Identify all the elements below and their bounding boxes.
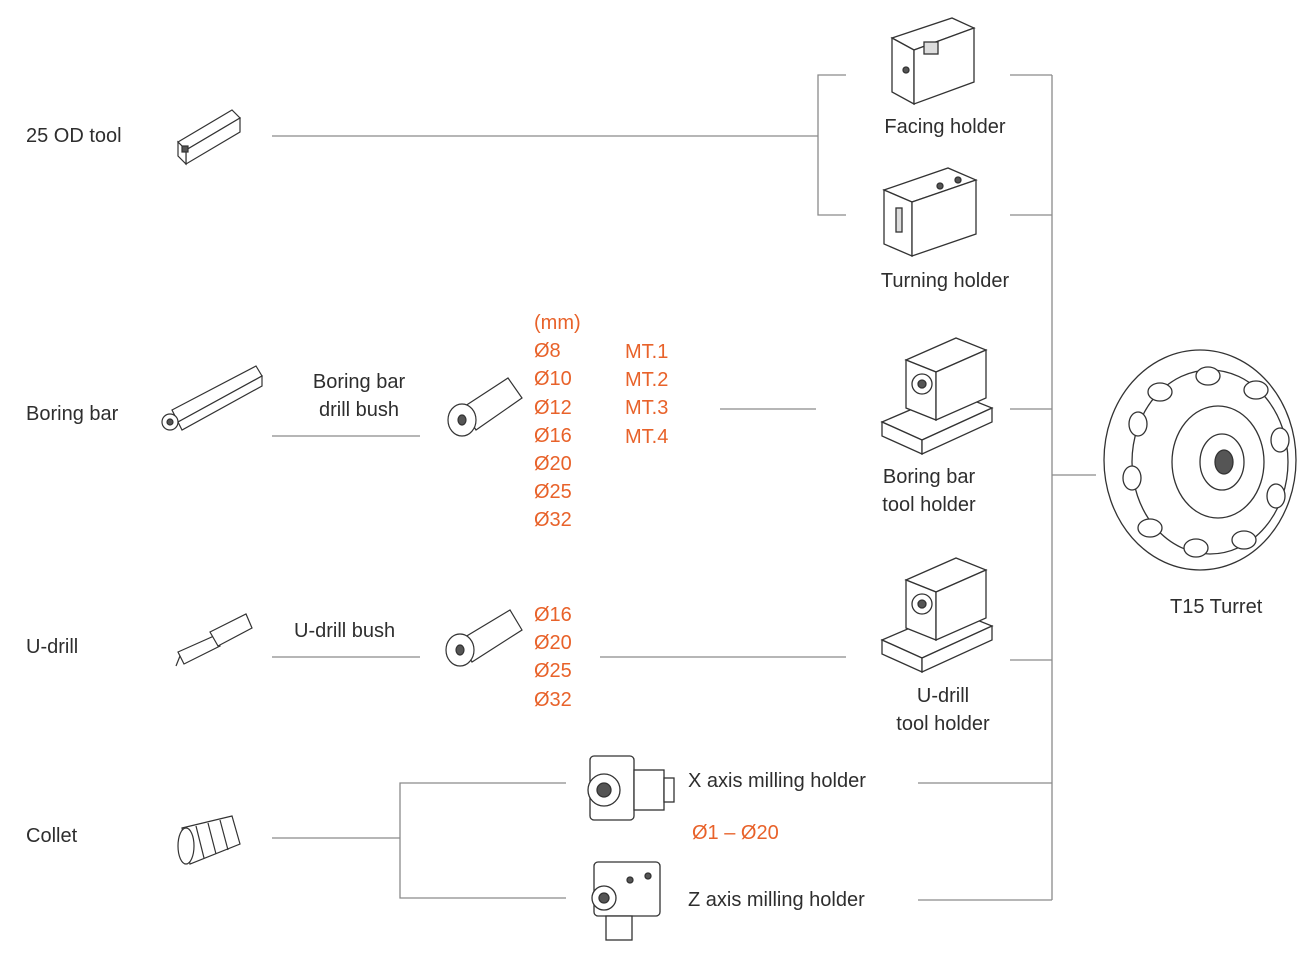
u-drill-bush-label: U-drill bush — [294, 620, 396, 642]
boring-bush-icon — [447, 377, 523, 437]
turning-holder-icon — [882, 167, 978, 257]
morse-taper-item: MT.4 — [625, 425, 669, 448]
turning-holder-label: Turning holder — [880, 270, 1010, 292]
u-drill-diameter-list: Ø16 Ø20 Ø25 Ø32 — [534, 601, 572, 714]
boring-holder-label-line2: tool holder — [882, 494, 976, 516]
od-tool-icon — [177, 109, 241, 166]
u-drill-holder-icon — [880, 557, 994, 674]
x-axis-holder-icon — [587, 755, 675, 821]
morse-taper-item: MT.1 — [625, 341, 669, 363]
collet-icon — [177, 815, 241, 865]
u-drill-label: U-drill — [26, 636, 79, 658]
turret-label: T15 Turret — [1170, 596, 1263, 618]
x-axis-holder-label: X axis milling holder — [688, 770, 866, 792]
z-axis-holder-icon — [591, 861, 661, 941]
size-unit: (mm) — [534, 312, 581, 334]
boring-bush-label: Boring bar drill bush — [288, 368, 430, 424]
diameter-item: Ø16 — [534, 424, 572, 447]
boring-holder-label-line1: Boring bar — [882, 466, 976, 488]
boring-holder-label: Boring bar tool holder — [858, 463, 1000, 519]
turret-icon — [1103, 349, 1297, 571]
collet-label: Collet — [26, 825, 78, 847]
morse-taper-item: MT.2 — [625, 369, 669, 392]
u-drill-holder-label: U-drill tool holder — [872, 682, 1014, 738]
diameter-item: Ø25 — [534, 481, 572, 504]
u-drill-icon — [175, 613, 253, 667]
boring-diameter-list: (mm) Ø8 Ø10 Ø12 Ø16 Ø20 Ø25 Ø32 — [534, 309, 581, 535]
diameter-item: Ø32 — [534, 688, 572, 711]
diameter-item: Ø20 — [534, 452, 572, 475]
diameter-item: Ø25 — [534, 660, 572, 683]
diameter-item: Ø32 — [534, 509, 572, 532]
diameter-item: Ø12 — [534, 396, 572, 419]
boring-bush-label-line1: Boring bar — [312, 371, 406, 393]
z-axis-holder-label: Z axis milling holder — [688, 889, 865, 911]
boring-bar-icon — [161, 365, 263, 431]
boring-bar-label: Boring bar — [26, 403, 119, 425]
facing-holder-label: Facing holder — [884, 116, 1006, 138]
diameter-item: Ø10 — [534, 368, 572, 391]
collet-range: Ø1 – Ø20 — [692, 822, 779, 844]
facing-holder-icon — [890, 17, 976, 106]
od-tool-label: 25 OD tool — [26, 125, 122, 147]
u-drill-holder-label-line1: U-drill — [916, 685, 970, 707]
diameter-item: Ø8 — [534, 340, 561, 363]
diameter-item: Ø20 — [534, 632, 572, 655]
boring-bush-label-line2: drill bush — [318, 399, 400, 421]
u-drill-bush-icon — [445, 609, 523, 667]
diameter-item: Ø16 — [534, 604, 572, 626]
u-drill-holder-label-line2: tool holder — [896, 713, 990, 735]
boring-holder-icon — [880, 337, 994, 456]
morse-taper-item: MT.3 — [625, 397, 669, 420]
morse-taper-list: MT.1 MT.2 MT.3 MT.4 — [625, 338, 668, 451]
